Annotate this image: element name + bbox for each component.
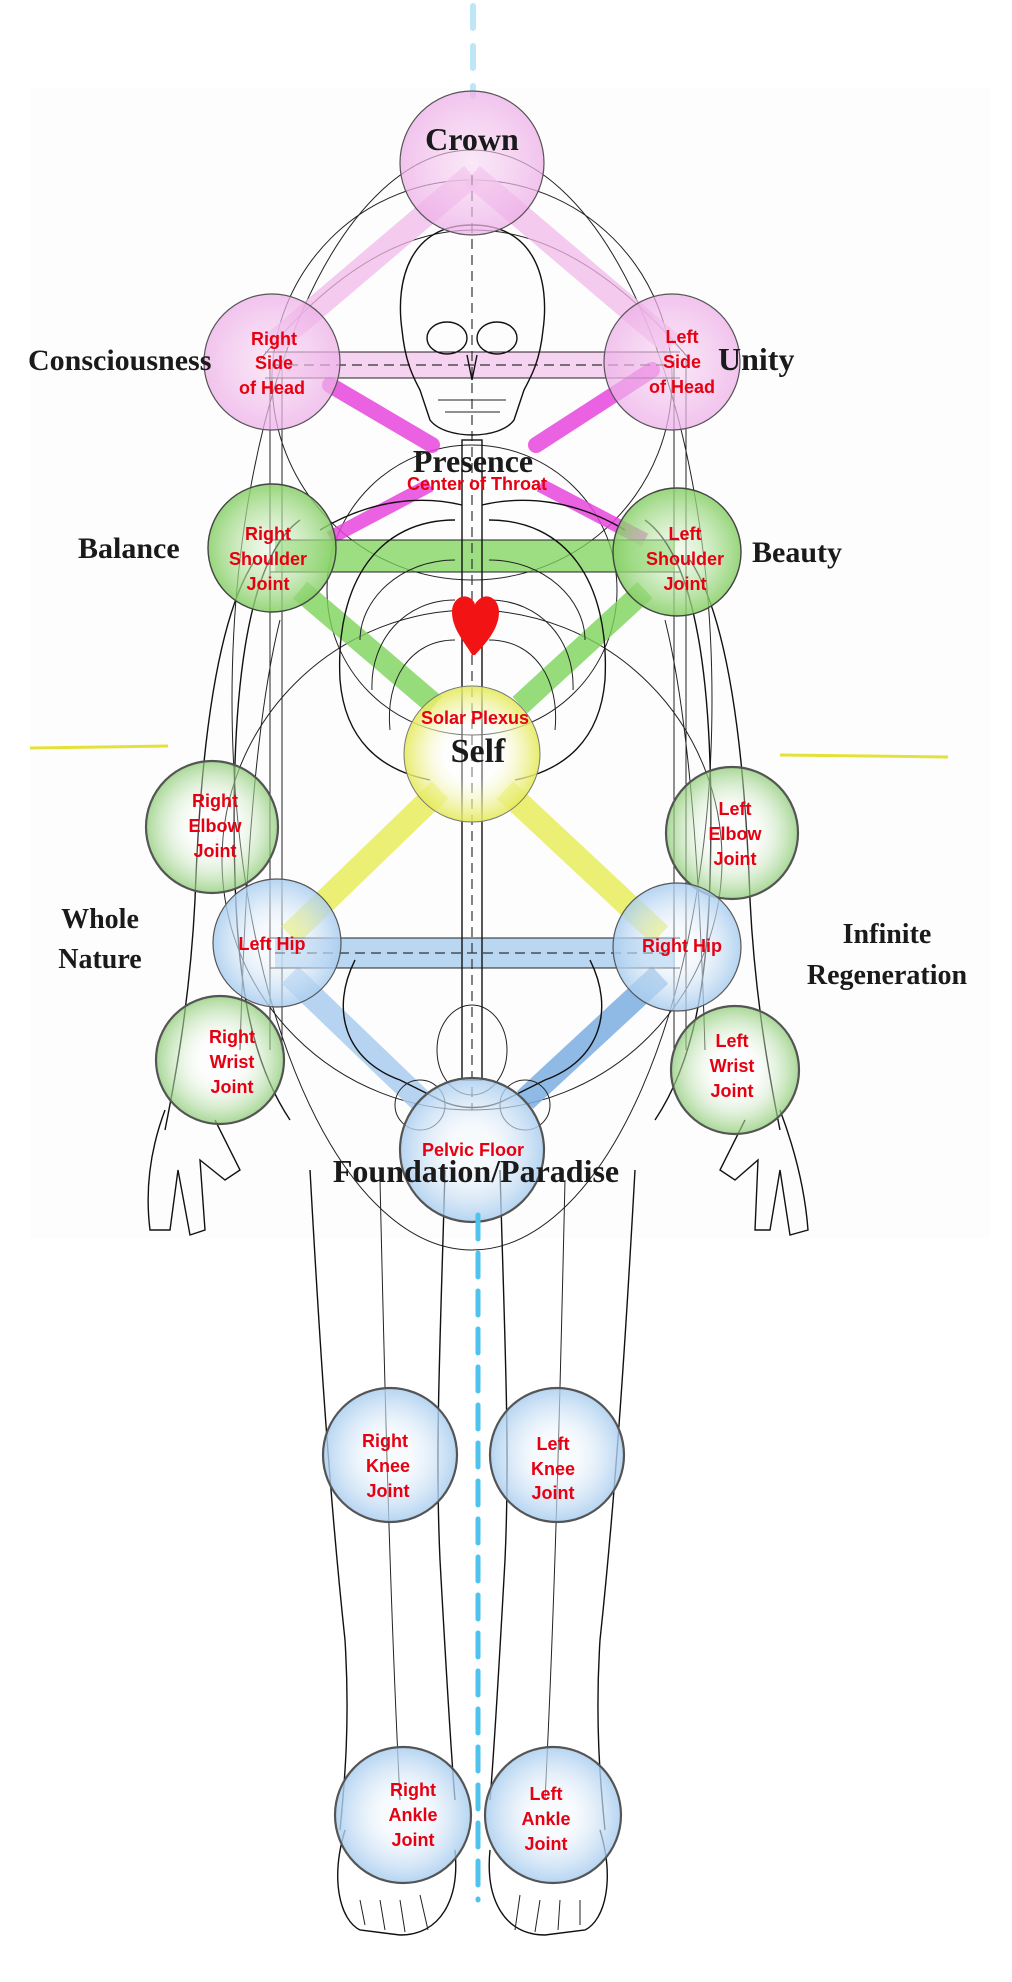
sephirot-labels: Crown Consciousness Unity Presence Balan… [28,121,968,1189]
skull [399,224,546,436]
svg-text:Left: Left [669,524,702,544]
joint-left-side-of-head: Left Side of Head [649,327,715,397]
label-unity: Unity [718,341,794,377]
svg-text:Joint: Joint [664,574,707,594]
svg-text:Joint: Joint [392,1830,435,1850]
joint-right-ankle: Right Ankle Joint [388,1780,437,1850]
svg-text:Joint: Joint [525,1834,568,1854]
joint-pelvic-floor: Pelvic Floor [422,1140,524,1160]
svg-text:Right: Right [192,791,238,811]
svg-text:Joint: Joint [532,1483,575,1503]
svg-text:Right: Right [209,1027,255,1047]
svg-text:Left: Left [716,1031,749,1051]
joint-left-wrist: Left Wrist Joint [710,1031,755,1101]
path-left-shoulder-self [512,581,653,714]
joint-right-elbow: Right Elbow Joint [189,791,243,861]
svg-text:Right: Right [362,1431,408,1451]
svg-text:Knee: Knee [531,1459,575,1479]
node-pelvic-floor [398,1076,546,1224]
path-right-shoulder-self [292,581,443,714]
guide-line-right [779,753,949,759]
svg-text:Left: Left [666,327,699,347]
svg-text:Elbow: Elbow [189,816,243,836]
label-infinite: Infinite [843,919,932,950]
svg-text:Ankle: Ankle [388,1805,437,1825]
joint-right-wrist: Right Wrist Joint [209,1027,255,1097]
joint-center-of-throat: Center of Throat [407,474,547,494]
path-shoulder-shoulder [275,540,675,572]
svg-text:Side: Side [663,352,701,372]
svg-text:Shoulder: Shoulder [646,549,724,569]
svg-text:Side: Side [255,353,293,373]
svg-text:Shoulder: Shoulder [229,549,307,569]
node-right-ankle [333,1745,473,1885]
heart-icon [452,596,499,655]
joint-right-hip: Right Hip [642,936,722,956]
node-left-side-of-head [603,293,741,431]
nodes-layer [144,90,801,1885]
node-solar-plexus [403,685,541,823]
svg-text:Wrist: Wrist [210,1052,255,1072]
node-right-knee [321,1386,459,1524]
svg-text:Left: Left [530,1784,563,1804]
node-right-elbow [144,759,280,895]
joint-left-shoulder: Left Shoulder Joint [646,524,724,594]
node-left-hip [212,878,342,1008]
label-whole: Whole [61,904,139,935]
svg-text:Knee: Knee [366,1456,410,1476]
label-beauty: Beauty [752,536,842,569]
label-self: Self [451,733,506,770]
svg-text:Wrist: Wrist [710,1056,755,1076]
joint-left-knee: Left Knee Joint [531,1434,575,1503]
svg-text:Right: Right [390,1780,436,1800]
label-regeneration: Regeneration [807,960,968,991]
svg-text:Right: Right [251,329,297,349]
svg-text:Elbow: Elbow [709,824,763,844]
label-balance: Balance [78,532,180,565]
node-left-knee [488,1386,626,1524]
svg-text:Joint: Joint [211,1077,254,1097]
svg-text:Left: Left [719,799,752,819]
svg-text:Joint: Joint [711,1081,754,1101]
svg-text:of Head: of Head [239,378,305,398]
svg-text:Joint: Joint [367,1481,410,1501]
svg-text:Ankle: Ankle [521,1809,570,1829]
label-nature: Nature [58,944,141,975]
svg-text:Joint: Joint [247,574,290,594]
joint-labels: Right Side of Head Left Side of Head Cen… [189,327,763,1854]
path-right-head-presence [322,377,440,453]
joint-left-elbow: Left Elbow Joint [709,799,763,869]
node-crown [399,90,545,236]
node-right-wrist [154,994,286,1126]
node-left-ankle [483,1745,623,1885]
label-consciousness: Consciousness [28,344,211,377]
node-left-wrist [669,1004,801,1136]
guide-line-left [29,744,169,750]
node-right-hip [612,882,742,1012]
node-left-elbow [664,765,800,901]
label-presence: Presence [413,443,533,479]
joint-right-shoulder: Right Shoulder Joint [229,524,307,594]
svg-text:of Head: of Head [649,377,715,397]
svg-text:Joint: Joint [194,841,237,861]
svg-text:Left: Left [537,1434,570,1454]
label-crown: Crown [425,121,519,157]
node-left-shoulder [612,487,742,617]
label-foundation-paradise: Foundation/Paradise [333,1153,619,1189]
svg-text:Right: Right [245,524,291,544]
node-right-side-of-head [203,293,341,431]
joint-left-hip: Left Hip [239,934,306,954]
joint-left-ankle: Left Ankle Joint [521,1784,570,1854]
joint-solar-plexus: Solar Plexus [421,708,529,728]
joint-right-knee: Right Knee Joint [362,1431,410,1501]
node-right-shoulder [207,483,337,613]
joint-right-side-of-head: Right Side of Head [239,329,305,398]
svg-text:Joint: Joint [714,849,757,869]
path-throat-right-shoulder [326,478,434,545]
